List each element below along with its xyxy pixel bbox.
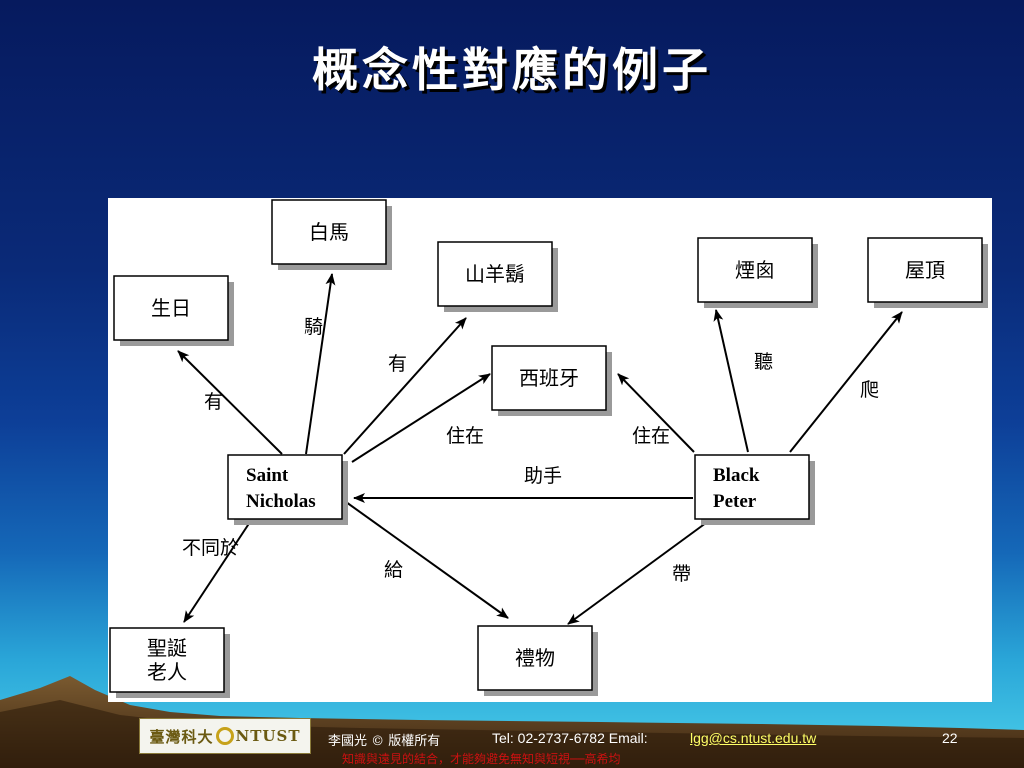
node-box <box>109 627 225 693</box>
node-box <box>694 454 810 520</box>
node-label: 老人 <box>147 660 187 684</box>
edge-saint-nicholas-to-santa-claus <box>183 521 251 623</box>
edge-saint-nicholas-to-spain <box>351 373 491 463</box>
edge-saint-nicholas-to-white-horse <box>305 273 336 455</box>
node-spain: 西班牙 <box>491 345 612 416</box>
edge-label-black-peter-to-roof: 爬 <box>860 379 879 401</box>
node-label: 西班牙 <box>519 366 579 390</box>
edge-label-saint-nicholas-to-spain: 住在 <box>446 425 484 447</box>
edge-label-saint-nicholas-to-goat-beard: 有 <box>388 353 407 375</box>
node-box <box>477 625 593 691</box>
edge-saint-nicholas-to-birthday <box>177 350 283 455</box>
edge-label-saint-nicholas-to-gift: 給 <box>384 559 403 581</box>
node-label: 聖誕 <box>147 636 187 660</box>
edge-black-peter-to-chimney <box>713 309 749 453</box>
node-box <box>697 237 813 303</box>
node-goat-beard: 山羊鬍 <box>437 241 558 312</box>
node-roof: 屋頂 <box>867 237 988 308</box>
edge-label-saint-nicholas-to-birthday: 有 <box>204 391 223 413</box>
node-gift: 禮物 <box>477 625 598 696</box>
node-white-horse: 白馬 <box>271 199 392 270</box>
edge-saint-nicholas-to-gift <box>345 501 509 619</box>
node-box <box>867 237 983 303</box>
node-label: 白馬 <box>309 220 349 244</box>
edge-label-black-peter-to-gift: 帶 <box>672 563 691 585</box>
node-box <box>227 454 343 520</box>
node-label: 山羊鬍 <box>465 262 525 286</box>
edge-black-peter-to-roof <box>789 311 903 453</box>
node-label: Saint <box>246 465 289 486</box>
node-label: Peter <box>713 491 757 512</box>
node-box <box>271 199 387 265</box>
edge-label-black-peter-to-saint-nicholas: 助手 <box>524 465 562 487</box>
edge-label-saint-nicholas-to-santa-claus: 不同於 <box>182 537 239 559</box>
node-label: Black <box>713 465 760 486</box>
edge-black-peter-to-spain <box>617 373 695 453</box>
edge-saint-nicholas-to-goat-beard <box>343 317 467 455</box>
edge-black-peter-to-gift <box>567 519 711 625</box>
edge-label-black-peter-to-spain: 住在 <box>632 425 670 447</box>
node-label: Nicholas <box>246 491 316 512</box>
edge-label-black-peter-to-chimney: 聽 <box>754 351 773 373</box>
node-chimney: 煙囪 <box>697 237 818 308</box>
node-label: 生日 <box>151 296 191 320</box>
page-title: 概念性對應的例子 <box>312 43 712 97</box>
edge-label-saint-nicholas-to-white-horse: 騎 <box>304 316 323 338</box>
node-box <box>437 241 553 307</box>
node-box <box>113 275 229 341</box>
node-label: 煙囪 <box>735 258 775 282</box>
node-label: 禮物 <box>515 646 555 670</box>
diagram-canvas: 騎有有住在住在助手聽爬不同於給帶 白馬山羊鬍生日西班牙煙囪屋頂SaintNich… <box>109 199 988 698</box>
node-label: 屋頂 <box>905 258 945 282</box>
node-birthday: 生日 <box>113 275 234 346</box>
node-box <box>491 345 607 411</box>
